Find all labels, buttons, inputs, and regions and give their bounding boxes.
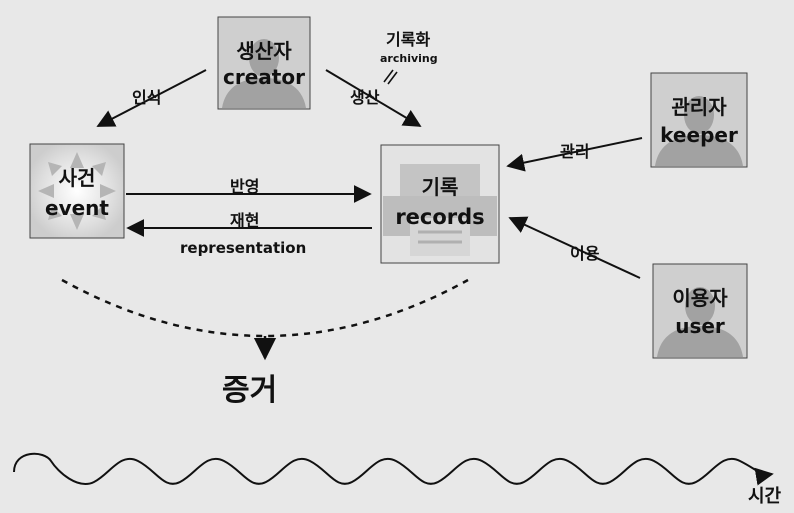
creator-label-en: creator <box>223 65 305 89</box>
use-arrow <box>508 216 641 279</box>
keeper-person-icon <box>650 72 748 168</box>
records-node: 기록 records <box>381 145 499 263</box>
records-label-ko: 기록 <box>421 175 459 199</box>
event-label-en: event <box>45 196 109 220</box>
user-person-icon <box>652 263 748 359</box>
reflection-label: 반영 <box>230 177 260 196</box>
management-arrow <box>506 137 643 172</box>
production-arrow <box>325 69 422 127</box>
keeper-label-ko: 관리자 <box>671 95 727 119</box>
perception-arrow <box>96 69 207 127</box>
creator-node: 생산자 creator <box>218 17 310 109</box>
perception-label: 인식 <box>132 88 162 107</box>
creator-label-ko: 생산자 <box>236 39 292 63</box>
user-label-ko: 이용자 <box>672 286 728 310</box>
evidence-label: 증거 <box>222 373 278 408</box>
reenactment-label: 재현 <box>230 211 260 230</box>
event-label-ko: 사건 <box>58 166 96 190</box>
use-label: 이용 <box>570 244 600 263</box>
archiving-tick-1 <box>383 69 394 83</box>
user-label-en: user <box>675 314 725 338</box>
production-label: 생산 <box>350 88 380 107</box>
creator-person-icon <box>217 16 311 110</box>
keeper-node: 관리자 keeper <box>651 73 747 167</box>
evidence-curve <box>61 278 469 338</box>
archiving-en-label: archiving <box>380 52 438 65</box>
time-label: 시간 <box>748 486 782 507</box>
representation-label: representation <box>180 239 307 257</box>
management-label: 관리 <box>560 142 590 161</box>
time-wave <box>13 452 774 486</box>
archiving-tick-2 <box>387 71 398 85</box>
user-node: 이용자 user <box>653 264 747 358</box>
keeper-label-en: keeper <box>660 123 738 147</box>
records-printer-icon <box>380 144 500 264</box>
event-node: 사건 event <box>30 144 124 238</box>
archiving-ko-label: 기록화 <box>386 30 431 49</box>
records-label-en: records <box>395 205 485 229</box>
event-burst-icon <box>29 143 125 239</box>
